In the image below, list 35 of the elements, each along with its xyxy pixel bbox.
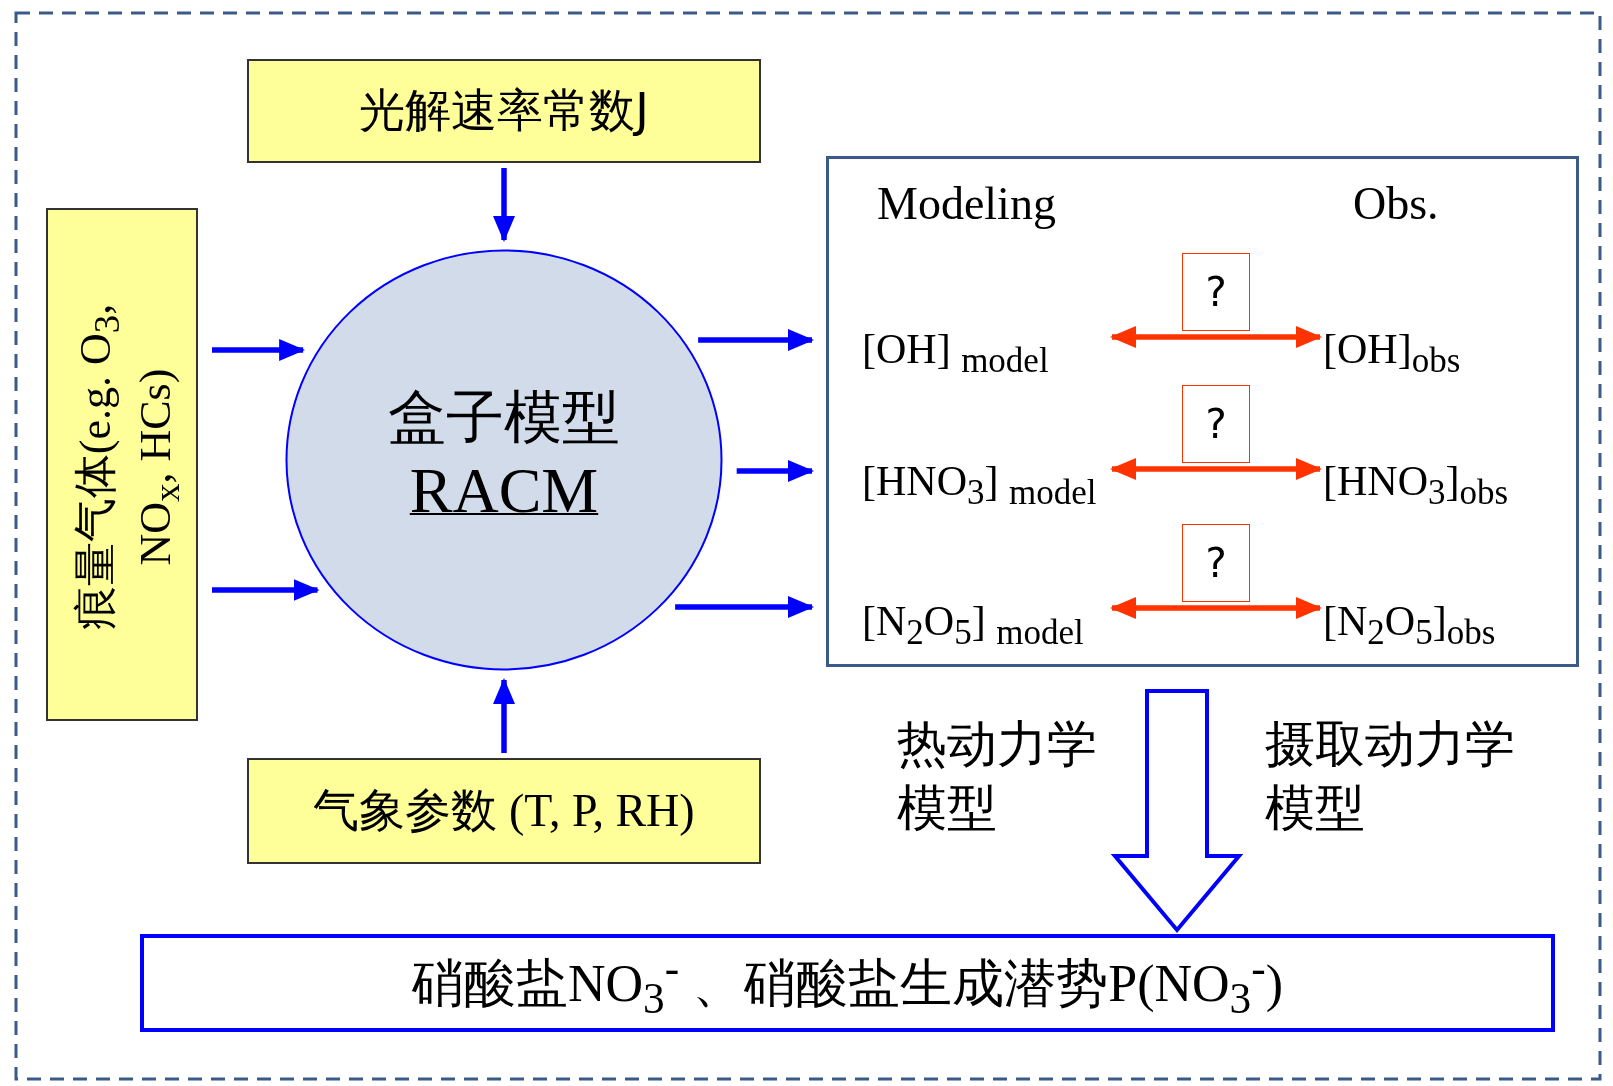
comparison-panel: [826, 156, 1579, 667]
edge-label: ?: [1182, 253, 1250, 331]
arrow: [212, 579, 320, 601]
double-arrow: [1110, 597, 1322, 619]
species-label: [OH]$_{obs}$: [1323, 321, 1523, 377]
annotation-text: 摄取动力学模型: [1265, 714, 1516, 839]
species-label: [HNO$_{3}$]$_{obs}$: [1323, 453, 1523, 509]
arrow: [493, 168, 515, 242]
result-box: [140, 934, 1555, 1032]
box-label: 气象参数 (T, P, RH): [313, 784, 695, 838]
species-label: [OH] $_{model}$: [862, 321, 1115, 377]
edge-label: ?: [1182, 385, 1250, 463]
input-box: [46, 208, 198, 721]
input-box: [247, 758, 761, 864]
arrow: [675, 596, 814, 618]
block-arrow: [1110, 689, 1244, 934]
species-label: [HNO$_{3}$] $_{model}$: [862, 453, 1115, 509]
arrow: [736, 460, 814, 482]
box-label: 硝酸盐NO$_{3}$$^{-}$ 、硝酸盐生成潜势P(NO$_{3}$$^{-}$): [412, 943, 1283, 1023]
model-name: RACM: [409, 454, 599, 528]
double-arrow: [1110, 326, 1322, 348]
species-label: [N$_{2}$O$_{5}$]$_{obs}$: [1323, 593, 1523, 649]
species-label: [N$_{2}$O$_{5}$] $_{model}$: [862, 593, 1115, 649]
double-arrow: [1110, 458, 1322, 480]
arrow: [212, 339, 306, 361]
arrow: [493, 678, 515, 753]
column-heading: Modeling: [877, 177, 1056, 230]
model-circle: [285, 249, 723, 671]
edge-label: ?: [1182, 524, 1250, 602]
input-box: [247, 59, 761, 163]
arrow: [698, 329, 814, 351]
model-title: 盒子模型: [388, 382, 620, 453]
annotation-text: 热动力学模型: [897, 714, 1098, 839]
box-label: 光解速率常数J: [359, 82, 649, 139]
column-heading: Obs.: [1353, 177, 1439, 230]
